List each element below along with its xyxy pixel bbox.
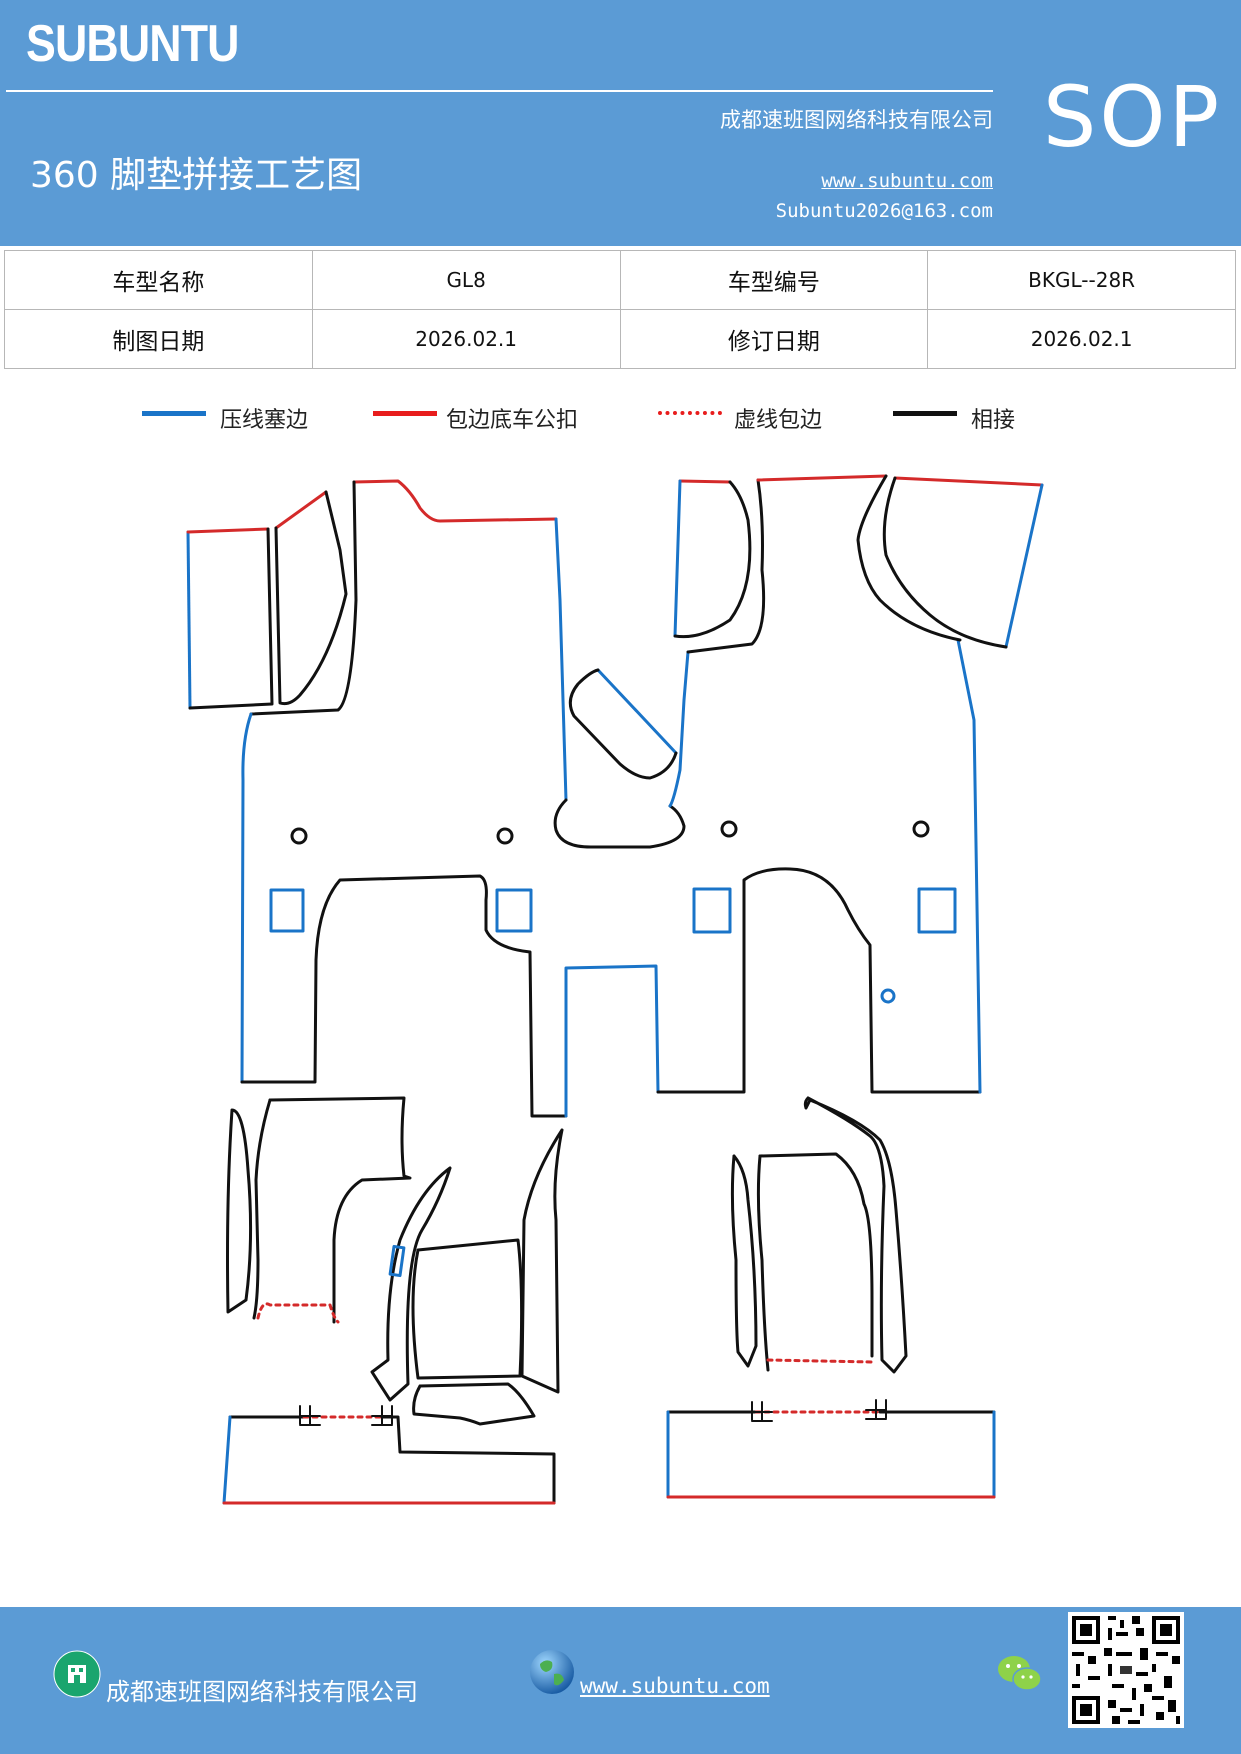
header-band <box>0 0 1241 246</box>
legend-label: 压线塞边 <box>220 408 309 433</box>
right-main-mat <box>668 474 1044 808</box>
header-website-link[interactable]: www.subuntu.com <box>821 170 993 192</box>
bottom-left-strip <box>222 1405 556 1505</box>
legend-swatch-red-dotted <box>658 411 722 415</box>
page-title: 360 脚垫拼接工艺图 <box>30 155 363 196</box>
table-row: 制图日期 2026.02.1 修订日期 2026.02.1 <box>4 309 1236 369</box>
qr-code <box>1068 1612 1184 1728</box>
left-main-mat <box>240 479 982 1118</box>
snap-hole <box>880 988 896 1004</box>
legend-label: 包边底车公扣 <box>446 408 579 433</box>
sop-badge: SOP <box>1043 68 1223 166</box>
snap-hole <box>720 820 738 838</box>
draw-date-label: 制图日期 <box>4 309 313 369</box>
legend-swatch-black <box>893 411 957 416</box>
globe-icon <box>530 1650 574 1694</box>
legend-label: 相接 <box>971 408 1016 433</box>
left-front-strip <box>274 490 348 706</box>
cutout <box>917 887 957 934</box>
snap-hole <box>290 827 308 845</box>
cutout <box>495 888 533 933</box>
header-divider <box>6 90 993 92</box>
info-table: 车型名称 GL8 车型编号 BKGL--28R 制图日期 2026.02.1 修… <box>4 250 1236 369</box>
legend-swatch-red <box>373 411 437 416</box>
header-company: 成都速班图网络科技有限公司 <box>720 108 993 132</box>
wechat-icon[interactable] <box>996 1652 1044 1696</box>
bottom-right-strip <box>666 1399 996 1499</box>
footer-website-link[interactable]: www.subuntu.com <box>580 1674 770 1698</box>
rear-left-pieces <box>226 1096 564 1426</box>
revise-date-value: 2026.02.1 <box>927 309 1236 369</box>
left-front-panel <box>186 527 274 710</box>
mat-splice-diagram <box>186 474 1044 1505</box>
cutout <box>269 888 305 933</box>
snap-hole <box>912 820 930 838</box>
header-email[interactable]: Subuntu2026@163.com <box>775 200 993 222</box>
footer-company: 成都速班图网络科技有限公司 <box>106 1678 418 1706</box>
cutout <box>692 887 732 934</box>
model-code-label: 车型编号 <box>619 250 929 310</box>
legend-label: 虚线包边 <box>734 408 823 433</box>
building-icon <box>53 1650 101 1698</box>
draw-date-value: 2026.02.1 <box>311 309 621 369</box>
brand-logo: SUBUNTU <box>26 15 239 73</box>
center-gear-piece <box>568 668 678 780</box>
table-row: 车型名称 GL8 车型编号 BKGL--28R <box>4 250 1236 310</box>
model-name-label: 车型名称 <box>4 250 313 310</box>
snap-hole <box>496 827 514 845</box>
legend-swatch-blue <box>142 411 206 416</box>
model-code-value: BKGL--28R <box>927 250 1236 310</box>
revise-date-label: 修订日期 <box>619 309 929 369</box>
model-name-value: GL8 <box>311 250 621 310</box>
rear-right-pieces <box>730 1096 908 1374</box>
